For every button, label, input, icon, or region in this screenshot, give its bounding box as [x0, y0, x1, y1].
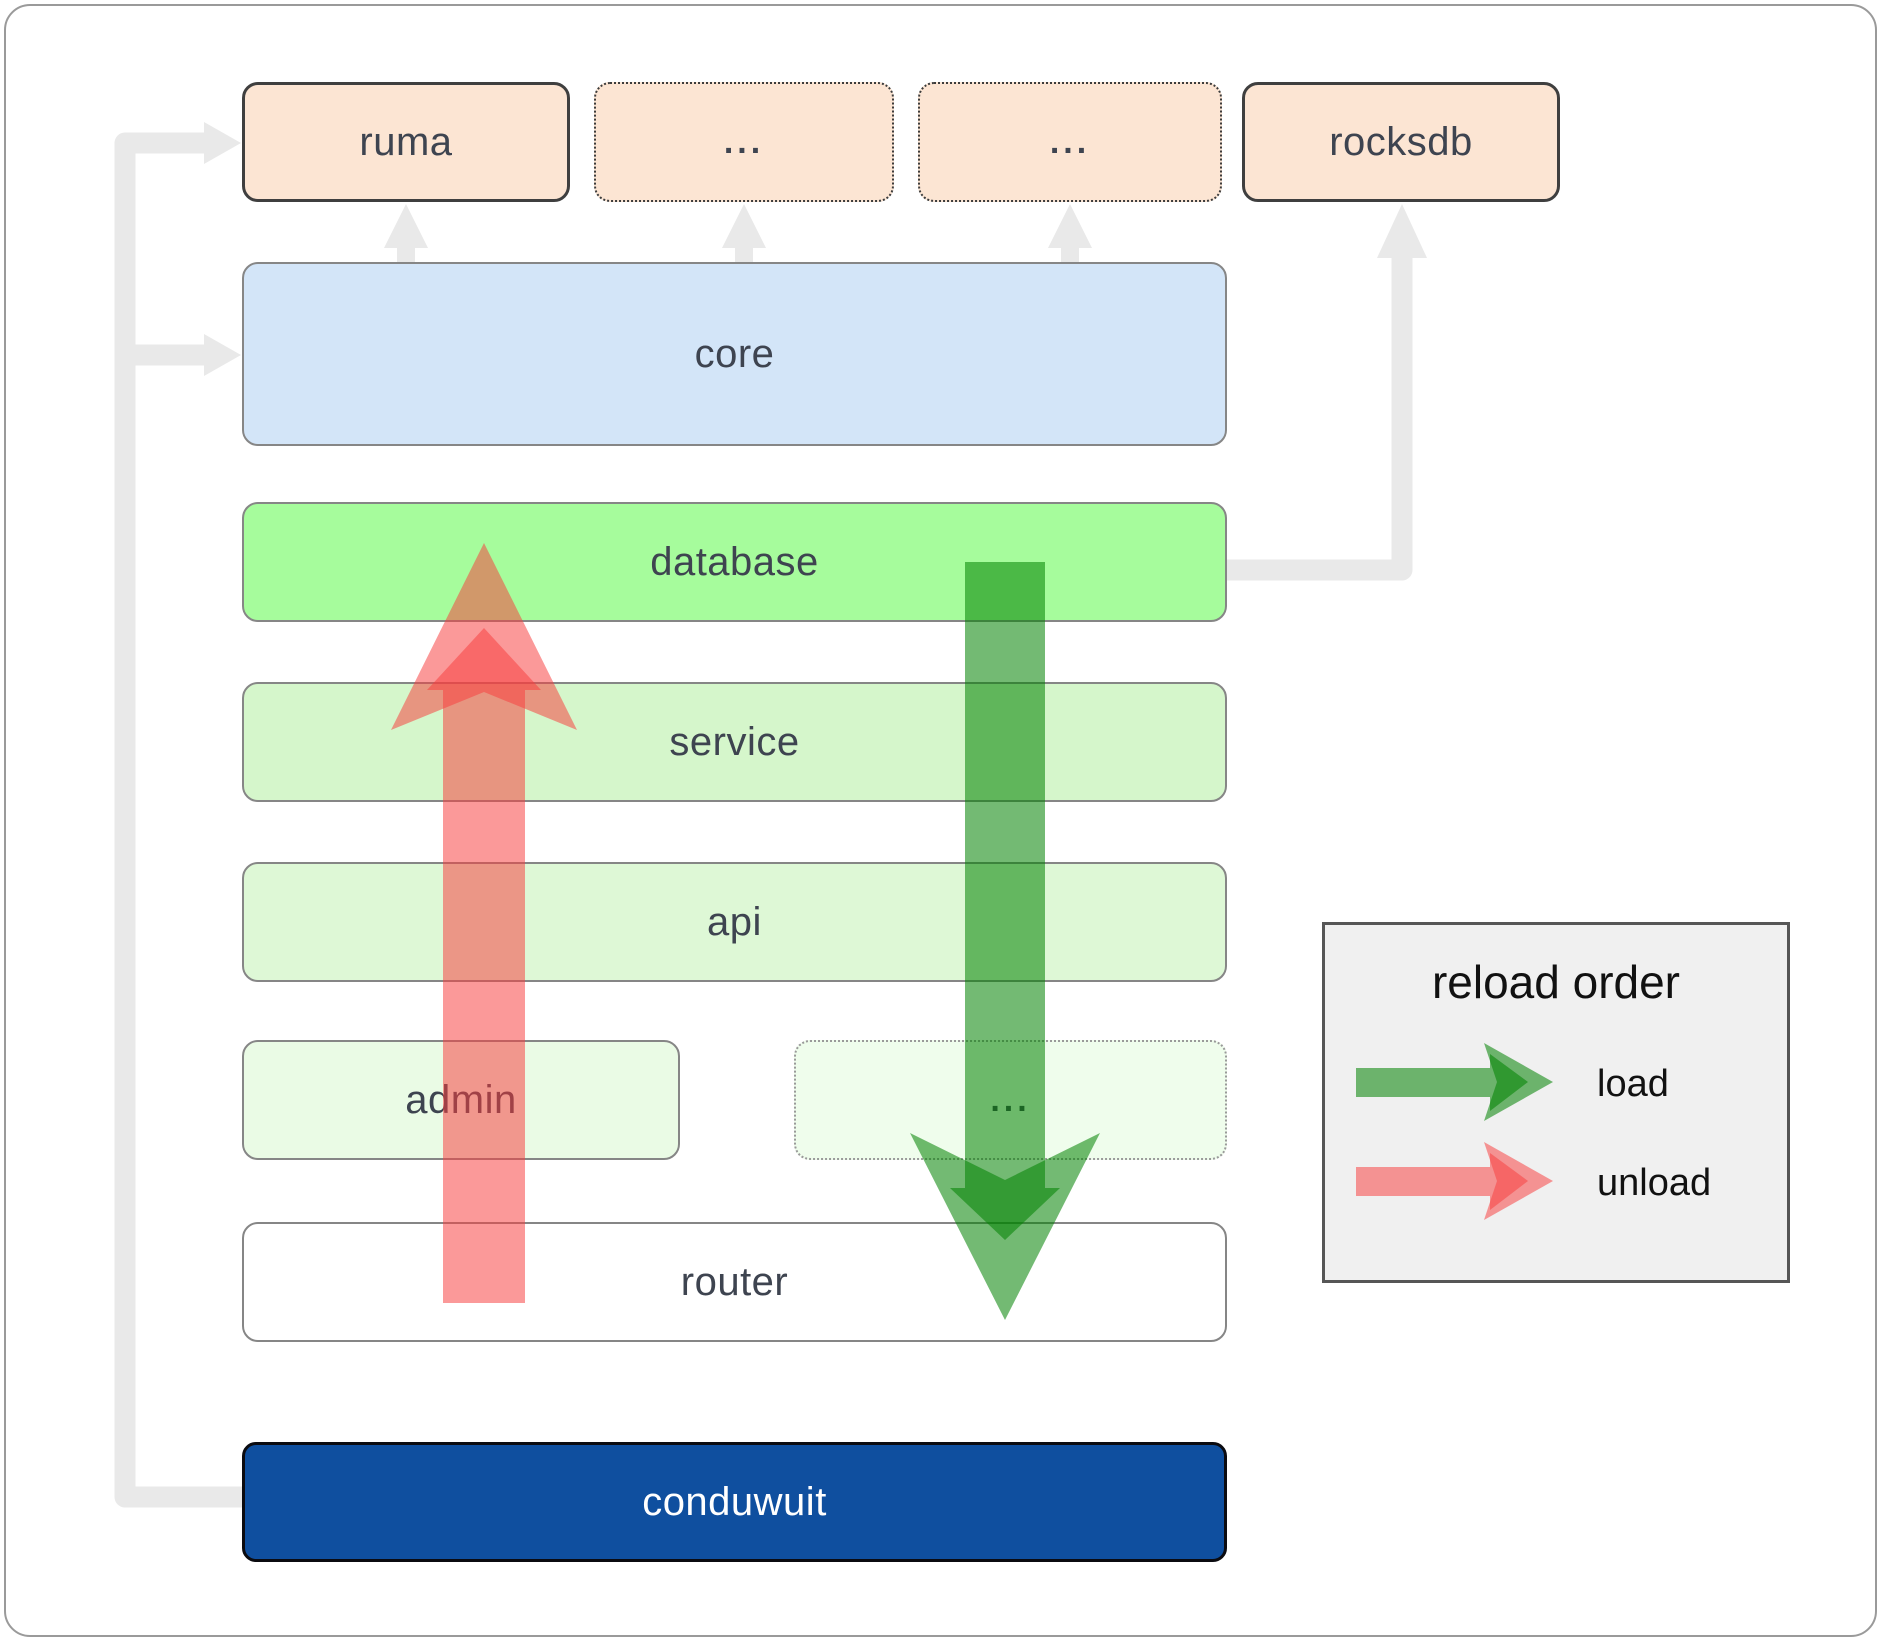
- node-ellipsis-admin-label: ...: [990, 1080, 1031, 1119]
- node-router-label: router: [680, 1259, 789, 1304]
- node-database-label: database: [650, 539, 819, 584]
- node-api-label: api: [707, 899, 762, 944]
- node-rocksdb: rocksdb: [1242, 82, 1560, 202]
- node-service-label: service: [669, 719, 800, 764]
- node-ellipsis-admin: ...: [794, 1040, 1227, 1160]
- node-core: core: [242, 262, 1227, 446]
- node-ellipsis-top-2-label: ...: [1049, 122, 1091, 161]
- node-ellipsis-top-1-label: ...: [723, 122, 765, 161]
- legend-unload-label: unload: [1597, 1162, 1712, 1204]
- node-ruma: ruma: [242, 82, 570, 202]
- node-core-label: core: [694, 331, 775, 376]
- node-ellipsis-top-1: ...: [594, 82, 894, 202]
- node-router: router: [242, 1222, 1227, 1342]
- legend-load-label: load: [1597, 1063, 1669, 1105]
- node-admin: admin: [242, 1040, 680, 1160]
- node-ruma-label: ruma: [359, 119, 453, 164]
- node-database: database: [242, 502, 1227, 622]
- node-api: api: [242, 862, 1227, 982]
- node-ellipsis-top-2: ...: [918, 82, 1222, 202]
- legend: reload order load unload: [1322, 922, 1790, 1283]
- node-rocksdb-label: rocksdb: [1329, 119, 1473, 164]
- diagram-border: [4, 4, 1877, 1637]
- node-conduwuit-label: conduwuit: [642, 1479, 827, 1524]
- node-service: service: [242, 682, 1227, 802]
- legend-title: reload order: [1431, 956, 1681, 1008]
- node-conduwuit: conduwuit: [242, 1442, 1227, 1562]
- node-admin-label: admin: [405, 1077, 517, 1122]
